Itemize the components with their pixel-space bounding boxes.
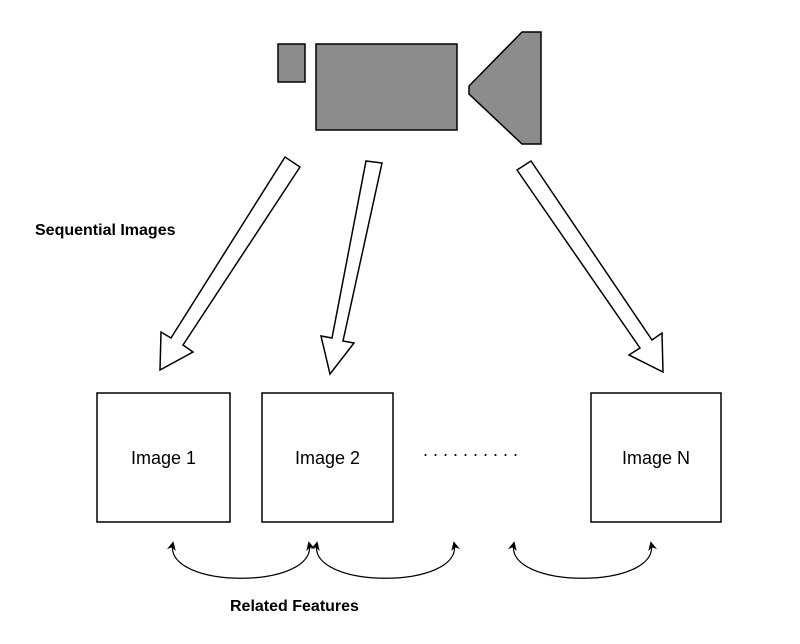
video-camera-icon (277, 31, 542, 145)
arrow-to-image-2 (320, 160, 383, 376)
arrow-to-image-1 (159, 155, 302, 372)
image-n-label: Image N (621, 448, 691, 468)
sequential-images-label: Sequential Images (35, 222, 176, 239)
camera-lens (468, 31, 542, 145)
image-1-label: Image 1 (130, 448, 197, 468)
feature-link-n-1-n (507, 541, 658, 579)
feature-link-1-2 (166, 541, 316, 579)
image-1-box (96, 392, 231, 523)
camera-body (315, 43, 458, 131)
ellipsis-dots: . . . . . . . . . . (423, 440, 519, 460)
image-2-label: Image 2 (294, 448, 361, 468)
image-2-box (261, 392, 394, 523)
camera-viewfinder (277, 43, 306, 83)
related-features-label: Related Features (230, 598, 359, 615)
feature-link-2-3 (310, 541, 461, 579)
image-n-box (590, 392, 722, 523)
arrow-to-image-n (515, 159, 664, 374)
